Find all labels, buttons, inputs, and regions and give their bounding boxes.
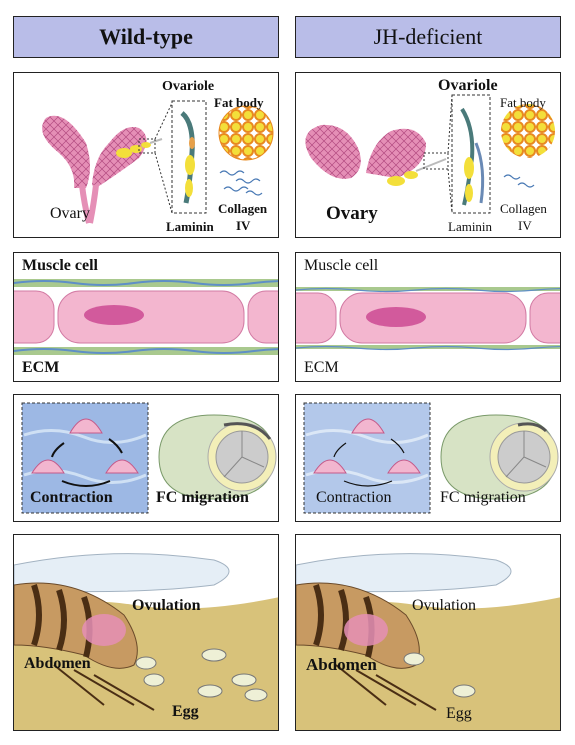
- ecm-top-icon: [296, 287, 560, 293]
- ovary-illustration: [305, 94, 555, 214]
- fat-body-icon: [501, 104, 555, 158]
- wing-icon: [296, 553, 512, 593]
- migration-panel-jh-deficient: Contraction FC migration: [295, 394, 561, 522]
- muscle-cell-label: Muscle cell: [304, 257, 379, 274]
- muscle-panel-wild-type: Muscle cell ECM: [13, 252, 279, 382]
- ovary-icon: [305, 124, 426, 179]
- egg-chamber-icon: [158, 414, 277, 500]
- abdomen-label: Abdomen: [24, 655, 91, 672]
- ovariole-label: Ovariole: [438, 77, 498, 94]
- muscle-cell-icon: [14, 290, 278, 344]
- wing-icon: [14, 553, 230, 593]
- ovulation-panel-jh-deficient: Ovulation Abdomen Egg: [295, 534, 561, 731]
- ovary-panel-wild-type: Ovariole Fat body Ovary Laminin Collagen…: [13, 72, 279, 238]
- laminin-label: Laminin: [448, 219, 493, 234]
- fat-body-icon: [218, 105, 274, 161]
- ovariole-detail-icon: [180, 111, 195, 204]
- contraction-migration-illustration: [21, 402, 277, 514]
- ecm-bottom-icon: [14, 347, 278, 355]
- collagen-iv-label: IV: [236, 218, 251, 233]
- fat-body-label: Fat body: [500, 95, 546, 110]
- egg-icon: [403, 652, 476, 698]
- collagen-icon: [219, 170, 263, 196]
- contraction-label: Contraction: [30, 489, 113, 506]
- ovulation-label: Ovulation: [132, 597, 201, 614]
- collagen-icon: [503, 174, 535, 188]
- ovary-illustration: [42, 100, 274, 224]
- ovulation-illustration: [14, 553, 278, 730]
- ecm-label: ECM: [304, 359, 339, 376]
- header-wild-type: Wild-type: [13, 16, 279, 58]
- contraction-label: Contraction: [316, 489, 392, 506]
- ovary-label: Ovary: [326, 203, 378, 224]
- ovariole-label: Ovariole: [162, 79, 215, 94]
- muscle-cell-icon: [296, 292, 560, 344]
- contraction-box-icon: [303, 402, 431, 514]
- muscle-cell-label: Muscle cell: [22, 257, 98, 274]
- ovariole-detail-icon: [460, 107, 485, 206]
- ecm-top-icon: [14, 279, 278, 287]
- ovariole-strand-icon: [387, 158, 447, 186]
- abdomen-label: Abdomen: [306, 655, 377, 674]
- header-jh-deficient: JH-deficient: [295, 16, 561, 58]
- fc-migration-label: FC migration: [440, 489, 526, 506]
- ovulation-illustration: [296, 553, 560, 730]
- muscle-ecm-illustration: [296, 287, 560, 351]
- fat-body-label: Fat body: [214, 95, 264, 110]
- fc-migration-label: FC migration: [156, 489, 249, 506]
- collagen-label: Collagen: [500, 201, 547, 216]
- egg-label: Egg: [446, 705, 472, 722]
- egg-label: Egg: [172, 703, 199, 720]
- contraction-migration-illustration: [303, 402, 559, 514]
- collagen-label: Collagen: [218, 201, 268, 216]
- insect-abdomen-icon: [296, 582, 437, 711]
- insect-abdomen-icon: [14, 582, 155, 711]
- contraction-box-icon: [21, 402, 149, 514]
- ovary-icon: [42, 115, 147, 224]
- ecm-label: ECM: [22, 359, 60, 376]
- egg-chamber-icon: [440, 414, 559, 500]
- muscle-ecm-illustration: [14, 279, 278, 355]
- ovary-panel-jh-deficient: Ovariole Fat body Ovary Laminin Collagen…: [295, 72, 561, 238]
- egg-icon: [135, 648, 268, 702]
- ovulation-label: Ovulation: [412, 597, 476, 614]
- ovary-label: Ovary: [50, 205, 90, 222]
- ovulation-panel-wild-type: Ovulation Abdomen Egg: [13, 534, 279, 731]
- migration-panel-wild-type: Contraction FC migration: [13, 394, 279, 522]
- ecm-bottom-icon: [296, 345, 560, 351]
- muscle-panel-jh-deficient: Muscle cell ECM: [295, 252, 561, 382]
- collagen-iv-label: IV: [518, 218, 532, 233]
- laminin-label: Laminin: [166, 219, 214, 234]
